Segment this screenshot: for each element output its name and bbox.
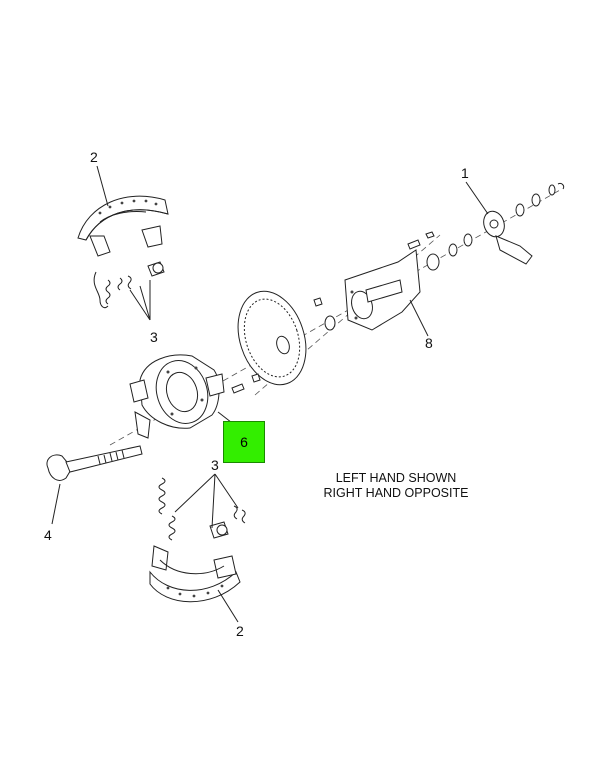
camshaft[interactable] bbox=[46, 445, 143, 481]
camshaft-bracket[interactable] bbox=[344, 249, 421, 331]
callout-2-top: 2 bbox=[90, 149, 98, 165]
callout-3-bottom: 3 bbox=[211, 457, 219, 473]
note-line-1: LEFT HAND SHOWN bbox=[335, 471, 457, 485]
bolts-spider[interactable] bbox=[231, 297, 323, 394]
springs-bottom[interactable] bbox=[158, 477, 246, 541]
callout-6-hotspot[interactable]: 6 bbox=[223, 421, 265, 463]
assembly-centerline bbox=[109, 189, 561, 446]
callout-6-label: 6 bbox=[240, 434, 248, 450]
dust-shield[interactable] bbox=[227, 282, 318, 393]
bushings-washers[interactable] bbox=[324, 231, 473, 331]
callout-1: 1 bbox=[461, 165, 469, 181]
leader-lines bbox=[51, 165, 489, 623]
slack-adjuster[interactable] bbox=[480, 183, 565, 265]
callout-2-bottom: 2 bbox=[236, 623, 244, 639]
callout-8: 8 bbox=[425, 335, 433, 351]
brake-shoe-top[interactable] bbox=[77, 195, 169, 257]
callout-3-top: 3 bbox=[150, 329, 158, 345]
callout-4: 4 bbox=[44, 527, 52, 543]
brake-shoe-bottom[interactable] bbox=[149, 545, 241, 603]
brake-spider[interactable] bbox=[129, 354, 225, 439]
springs-top[interactable] bbox=[93, 261, 165, 309]
note-line-2: RIGHT HAND OPPOSITE bbox=[323, 486, 469, 500]
